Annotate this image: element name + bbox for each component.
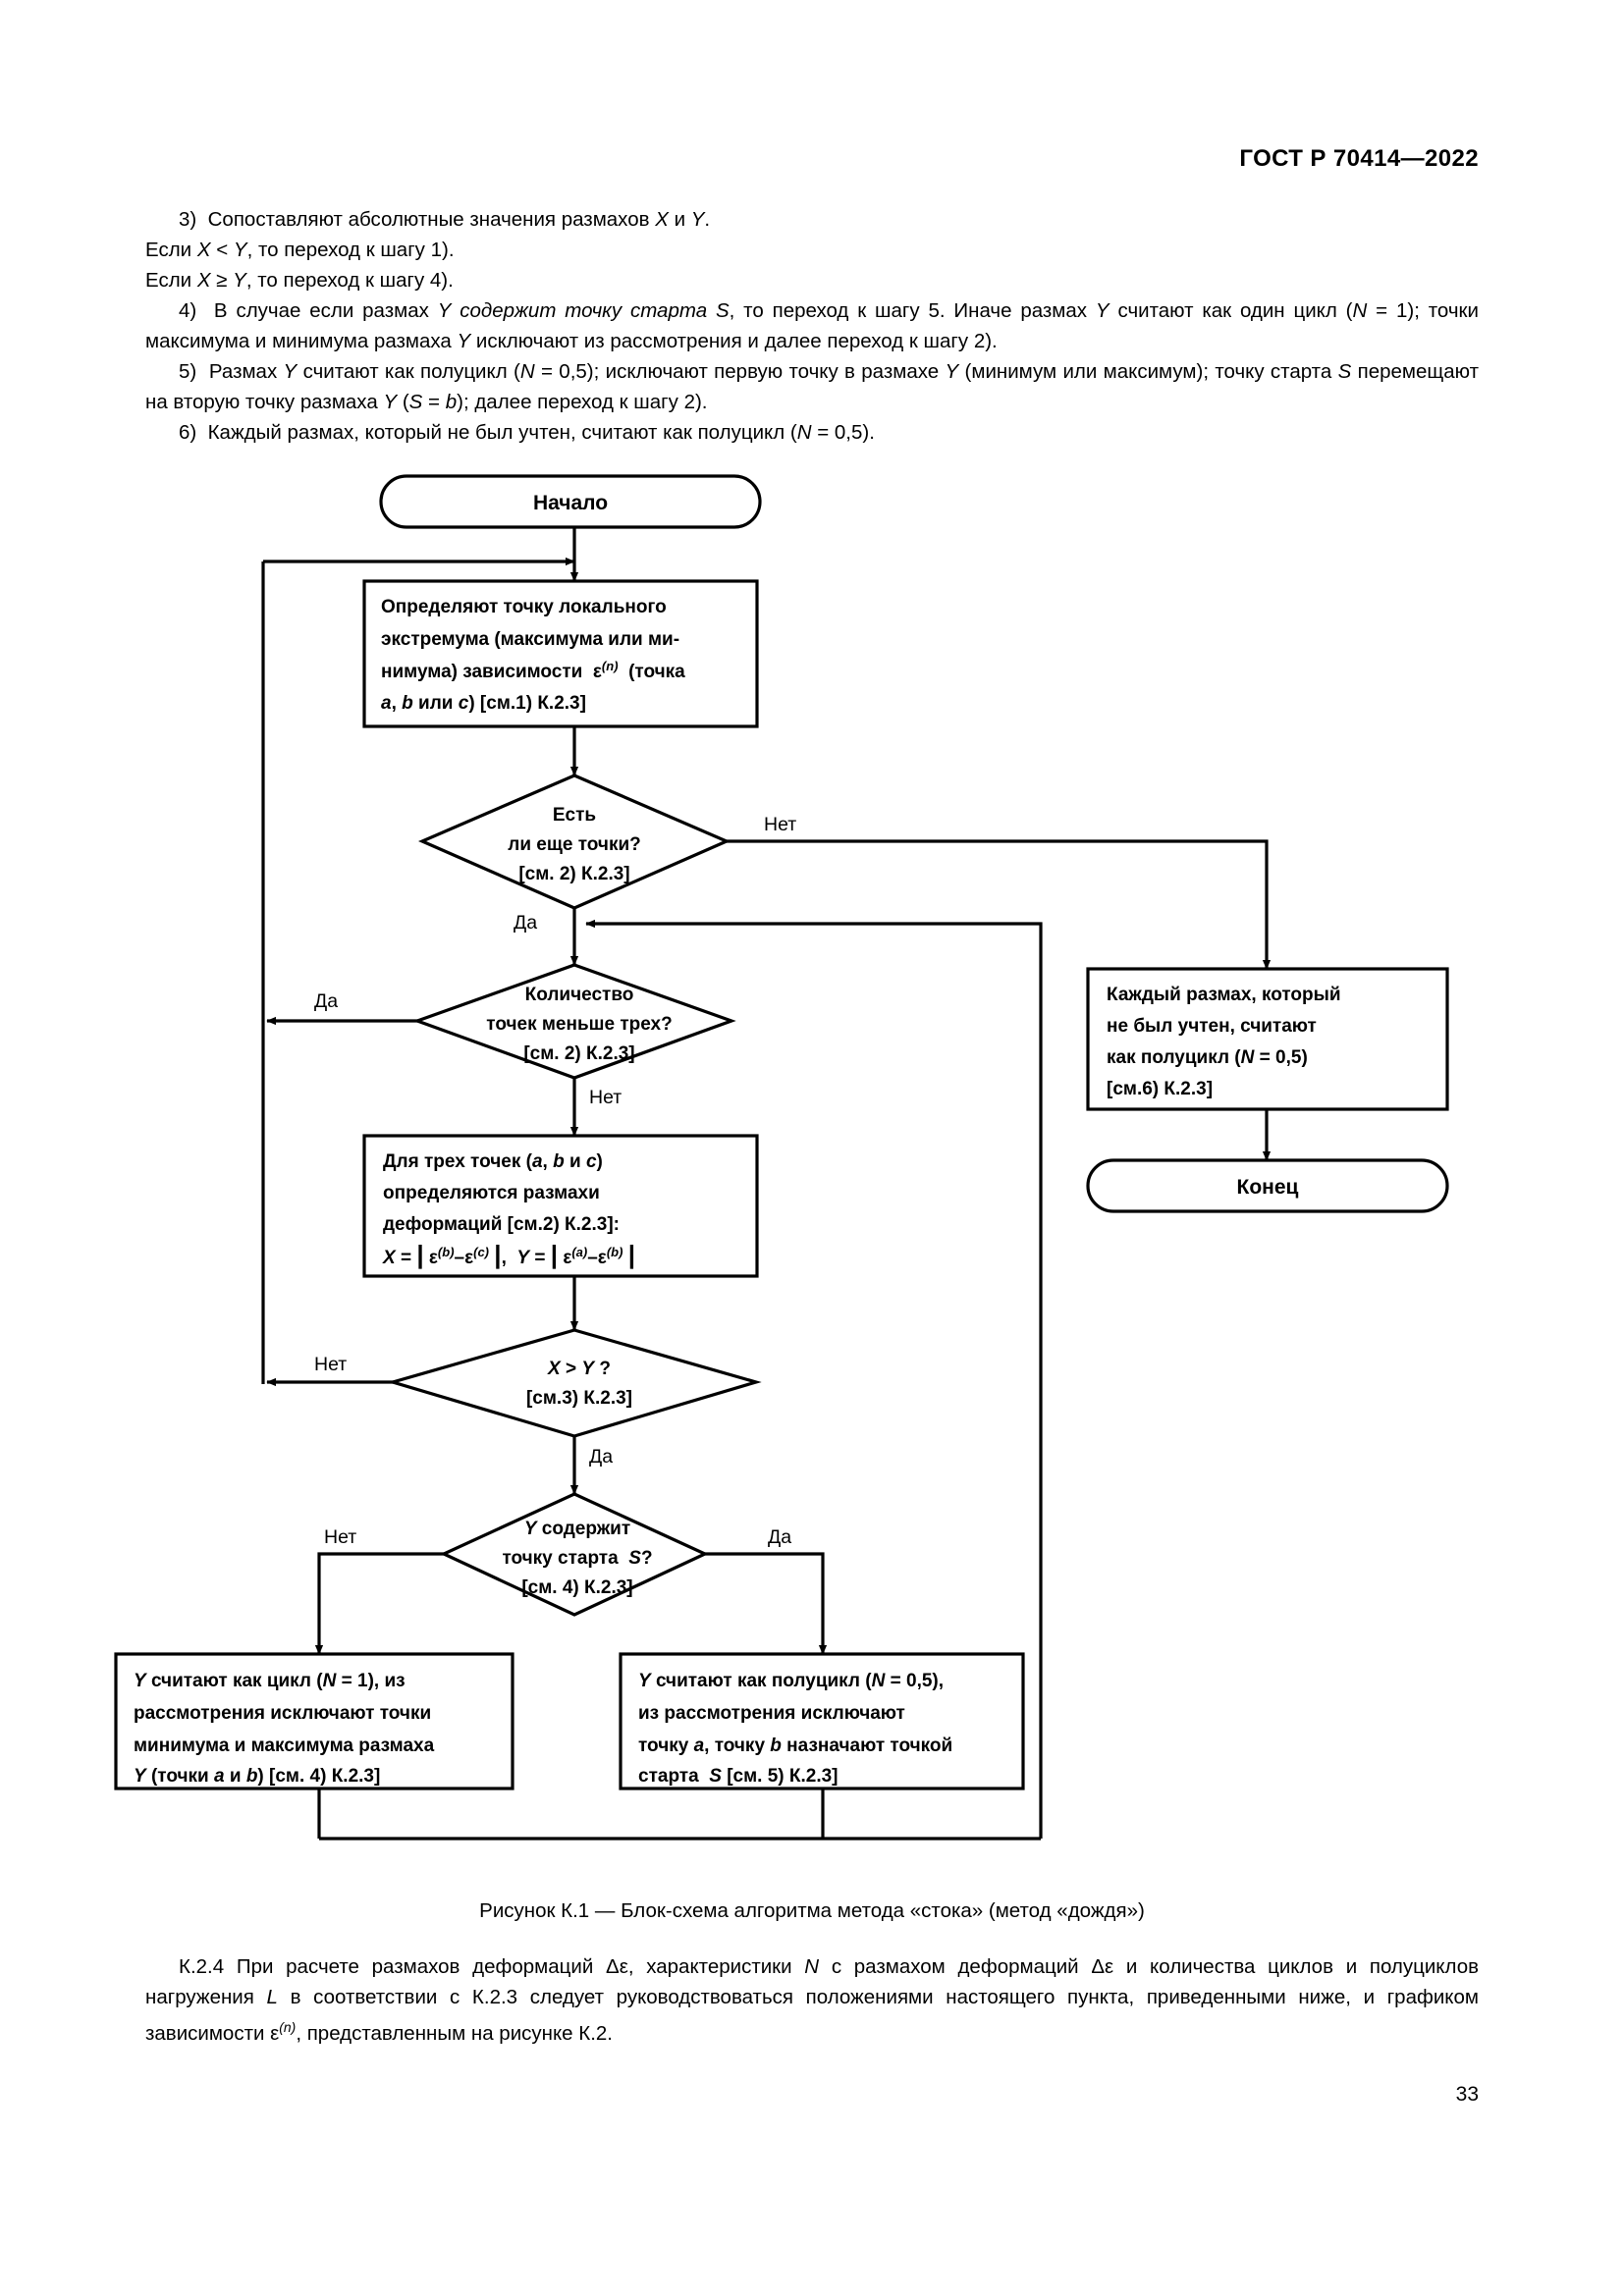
- decision-less-three-line-3: [см. 2) К.2.3]: [523, 1043, 634, 1064]
- paragraph-3-line-3: Если X ≥ Y, то переход к шагу 4).: [145, 269, 454, 292]
- process-determine-extremum: [362, 579, 759, 728]
- process-ranges-line-2: определяются размахи: [383, 1183, 600, 1203]
- process-unaccounted-line-2: не был учтен, считают: [1107, 1016, 1317, 1037]
- edge-contains-start-yes: [705, 1552, 828, 1655]
- process-ranges-line-1: Для трех точек (a, b и c): [383, 1151, 603, 1172]
- decision-less-than-three: [412, 963, 736, 1080]
- edge-label-more-points-yes: Да: [514, 912, 537, 934]
- paragraph-3-line-1: 3) Сопоставляют абсолютные значения разм…: [179, 208, 711, 231]
- edge-return-to-yes-junction: [585, 919, 1043, 1839]
- process-full-cycle-line-3: минимума и максимума размаха: [134, 1735, 435, 1756]
- process-determine-ranges: [362, 1134, 759, 1278]
- process-half-cycle-line-3: точку a, точку b назначают точкой: [638, 1735, 952, 1756]
- terminator-end-label: Конец: [1237, 1176, 1299, 1199]
- process-half-cycle-line-1: Y считают как полуцикл (N = 0,5),: [638, 1671, 944, 1691]
- paragraph-4: 4) В случае если размах Y содержит точку…: [145, 299, 1479, 352]
- decision-contains-start-line-3: [см. 4) К.2.3]: [521, 1577, 632, 1598]
- decision-more-points-line-3: [см. 2) К.2.3]: [518, 864, 629, 884]
- decision-more-points: [417, 774, 731, 910]
- process-unaccounted-ranges: [1086, 967, 1449, 1111]
- decision-less-three-line-2: точек меньше трех?: [486, 1014, 672, 1035]
- edge-label-more-points-no: Нет: [764, 814, 796, 835]
- process-extremum-line-4: a, b или c) [см.1) К.2.3]: [381, 693, 586, 714]
- process-unaccounted-line-1: Каждый размах, который: [1107, 985, 1341, 1005]
- decision-x-gt-y-line-2: [см.3) К.2.3]: [526, 1388, 632, 1409]
- decision-contains-start-line-2: точку старта S?: [502, 1548, 652, 1569]
- process-unaccounted-line-3: как полуцикл (N = 0,5): [1107, 1047, 1308, 1068]
- process-half-cycle-line-2: из рассмотрения исключают: [638, 1703, 905, 1724]
- process-extremum-line-2: экстремума (максимума или ми-: [381, 629, 679, 650]
- process-full-cycle-line-1: Y считают как цикл (N = 1), из: [134, 1671, 406, 1691]
- decision-contains-start-line-1: Y содержит: [524, 1519, 630, 1539]
- paragraph-5: 5) Размах Y считают как полуцикл (N = 0,…: [145, 360, 1479, 413]
- intro-paragraphs: 3) Сопоставляют абсолютные значения разм…: [145, 204, 1479, 448]
- edge-label-less-three-no: Нет: [589, 1087, 622, 1108]
- edge-contains-start-no: [314, 1552, 447, 1655]
- process-full-cycle-line-4: Y (точки a и b) [см. 4) К.2.3]: [134, 1766, 380, 1787]
- process-ranges-formula: X = | ε(b)–ε(c) |, Y = | ε(a)–ε(b) |: [382, 1240, 635, 1269]
- section-k24-paragraph: К.2.4 При расчете размахов деформаций Δε…: [145, 1951, 1479, 2049]
- process-extremum-line-1: Определяют точку локального: [381, 597, 667, 617]
- terminator-start-label: Начало: [533, 492, 608, 514]
- process-unaccounted-line-4: [см.6) К.2.3]: [1107, 1079, 1213, 1099]
- document-header-standard-number: ГОСТ Р 70414—2022: [1239, 145, 1479, 172]
- decision-less-three-line-1: Количество: [525, 985, 634, 1005]
- figure-caption: Рисунок К.1 — Блок-схема алгоритма метод…: [479, 1899, 1145, 1922]
- process-ranges-line-3: деформаций [см.2) К.2.3]:: [383, 1214, 620, 1235]
- decision-x-greater-y: [387, 1328, 762, 1438]
- edge-label-contains-start-no: Нет: [324, 1526, 356, 1548]
- edge-label-contains-start-yes: Да: [768, 1526, 791, 1548]
- process-extremum-line-3: нимума) зависимости ε(n) (точка: [381, 659, 685, 682]
- decision-x-gt-y-line-1: X > Y ?: [547, 1359, 611, 1379]
- process-half-cycle: [619, 1652, 1025, 1790]
- process-half-cycle-line-4: старта S [см. 5) К.2.3]: [638, 1766, 839, 1787]
- edge-label-x-gt-y-yes: Да: [589, 1446, 613, 1468]
- paragraph-k24: К.2.4 При расчете размахов деформаций Δε…: [145, 1955, 1479, 2045]
- terminator-start: [379, 474, 762, 529]
- terminator-end: [1086, 1158, 1449, 1213]
- edge-label-x-gt-y-no: Нет: [314, 1354, 347, 1375]
- decision-more-points-line-1: Есть: [553, 805, 596, 826]
- decision-more-points-line-2: ли еще точки?: [508, 834, 641, 855]
- edge-label-less-three-yes: Да: [314, 990, 338, 1012]
- page-number: 33: [1455, 2083, 1479, 2106]
- process-full-cycle-line-2: рассмотрения исключают точки: [134, 1703, 431, 1724]
- decision-y-contains-start: [440, 1492, 709, 1617]
- process-full-cycle: [114, 1652, 514, 1790]
- edge-more-points-no: [727, 839, 1272, 970]
- paragraph-3-line-2: Если X < Y, то переход к шагу 1).: [145, 239, 455, 261]
- paragraph-6: 6) Каждый размах, который не был учтен, …: [179, 421, 875, 444]
